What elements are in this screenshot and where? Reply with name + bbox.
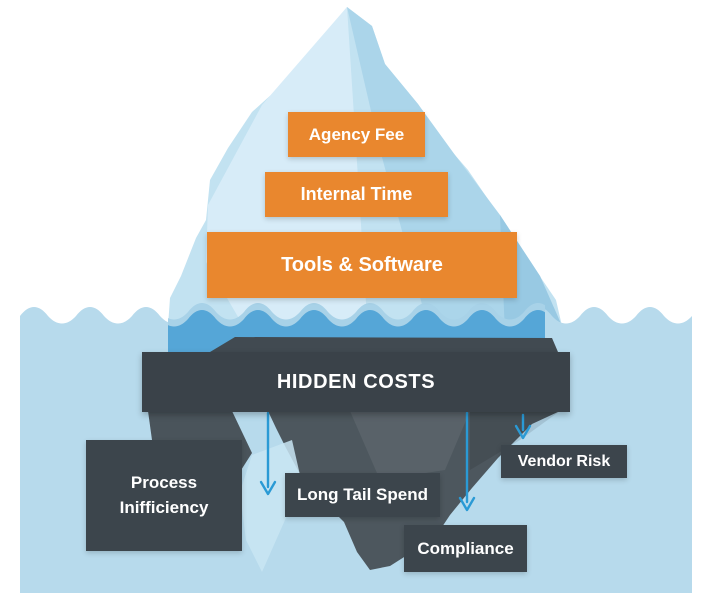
visible-cost-label: Tools & Software <box>281 253 443 276</box>
visible-cost-tools-software: Tools & Software <box>207 232 517 298</box>
hidden-costs-banner: HIDDEN COSTS <box>142 352 570 412</box>
hidden-cost-long-tail-spend: Long Tail Spend <box>285 473 440 517</box>
visible-cost-label: Internal Time <box>300 184 413 204</box>
hidden-cost-label: Process Inifficiency <box>119 472 209 517</box>
hidden-cost-compliance: Compliance <box>404 525 527 572</box>
hidden-cost-label: Compliance <box>417 538 514 558</box>
down-arrow-icon <box>259 411 277 496</box>
hidden-cost-vendor-risk: Vendor Risk <box>501 445 627 478</box>
visible-cost-label: Agency Fee <box>308 124 405 144</box>
hidden-cost-label: Long Tail Spend <box>297 485 428 504</box>
hidden-costs-banner-label: HIDDEN COSTS <box>276 370 436 393</box>
down-arrow-icon <box>514 413 532 440</box>
visible-cost-agency-fee: Agency Fee <box>288 112 425 157</box>
hidden-cost-label: Vendor Risk <box>517 452 611 470</box>
hidden-cost-process-inifficiency: Process Inifficiency <box>86 440 242 551</box>
visible-cost-internal-time: Internal Time <box>265 172 448 217</box>
down-arrow-icon <box>458 411 476 512</box>
